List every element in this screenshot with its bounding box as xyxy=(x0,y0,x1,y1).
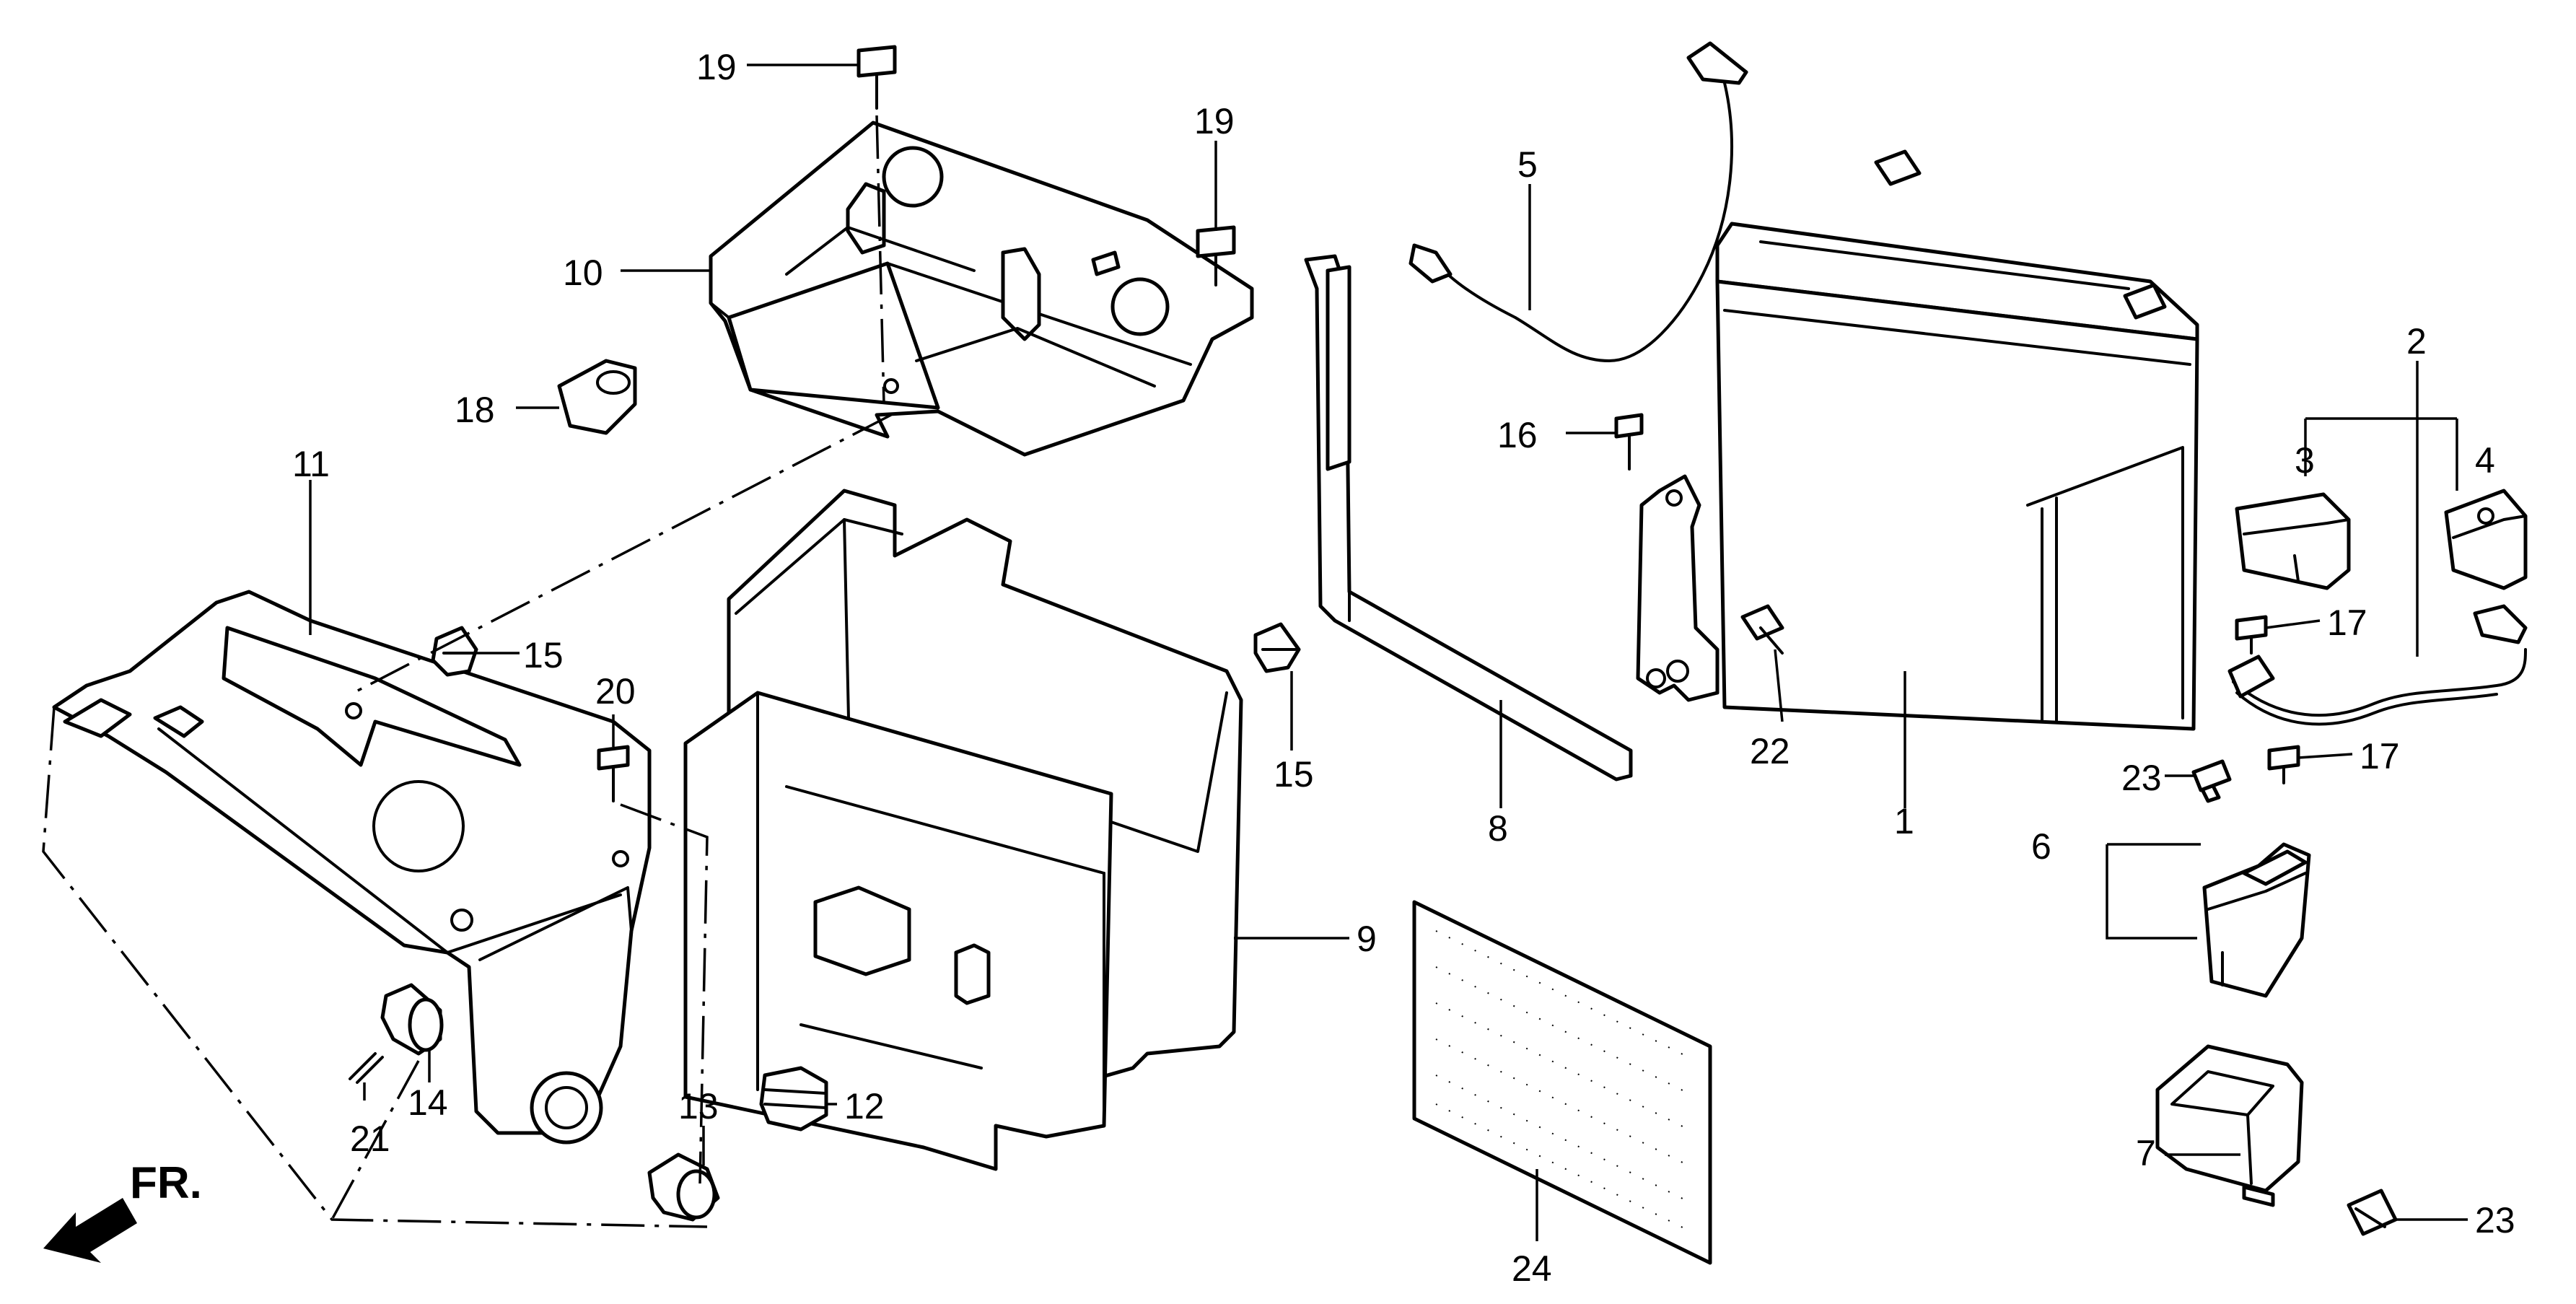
callout-18: 18 xyxy=(455,390,495,430)
battery-case xyxy=(683,489,1243,1171)
bolt-19-upper xyxy=(857,45,897,110)
callout-labels: 1 2 3 4 5 6 7 8 9 10 11 12 13 14 15 15 1… xyxy=(292,47,2515,1289)
terminal-cover-black xyxy=(2444,489,2528,590)
callout-13: 13 xyxy=(678,1086,719,1126)
callout-17-lower: 17 xyxy=(2360,736,2400,776)
clip-nut-lower xyxy=(1253,622,1301,673)
callout-7: 7 xyxy=(2136,1133,2156,1173)
callout-3: 3 xyxy=(2295,440,2315,481)
callout-23-lower: 23 xyxy=(2475,1200,2515,1240)
battery-case-cover xyxy=(709,121,1254,457)
clip-nut-upper xyxy=(431,626,478,677)
callout-24: 24 xyxy=(1512,1248,1552,1289)
callout-14: 14 xyxy=(408,1082,448,1123)
leader-lines xyxy=(309,64,2468,1241)
fuse-holder xyxy=(647,1152,720,1222)
callout-20: 20 xyxy=(595,671,636,712)
callout-2: 2 xyxy=(2406,321,2427,362)
callout-19-upper: 19 xyxy=(696,47,737,87)
callout-15-lower: 15 xyxy=(1274,754,1314,795)
battery xyxy=(1715,149,2199,731)
callout-9: 9 xyxy=(1357,919,1377,959)
assembly-line xyxy=(42,706,708,1228)
bolt-22 xyxy=(1740,604,1784,655)
assembly-line xyxy=(353,413,892,694)
side-cover-box xyxy=(52,590,652,1145)
callout-11: 11 xyxy=(292,444,330,484)
relay-cover xyxy=(2155,1044,2304,1207)
grommet xyxy=(759,1066,828,1132)
callout-17-upper: 17 xyxy=(2327,603,2367,643)
negative-cable xyxy=(2227,604,2528,726)
bushing xyxy=(380,983,444,1056)
screw-20 xyxy=(597,745,630,802)
callout-12: 12 xyxy=(844,1086,885,1126)
bolt-16 xyxy=(1614,413,1644,471)
callout-19-right: 19 xyxy=(1194,101,1235,141)
heat-guard-sheet xyxy=(1412,900,1712,1265)
assembly-line xyxy=(875,115,885,405)
callout-15-upper: 15 xyxy=(523,635,564,675)
callout-4: 4 xyxy=(2475,440,2495,481)
assembly-line xyxy=(330,1060,420,1220)
callout-1: 1 xyxy=(1894,801,1914,841)
front-direction-arrow: FR. xyxy=(43,1158,202,1263)
fuse-lower xyxy=(2347,1189,2398,1236)
callout-6: 6 xyxy=(2031,826,2051,867)
terminal-cover-red xyxy=(2235,492,2351,590)
positive-cable xyxy=(1409,41,1748,362)
callout-8: 8 xyxy=(1488,808,1508,849)
front-direction-label: FR. xyxy=(130,1158,202,1208)
pin-21 xyxy=(349,1052,384,1084)
callout-10: 10 xyxy=(563,253,603,293)
bolt-17-lower xyxy=(2267,745,2300,784)
bolt-17-upper xyxy=(2235,615,2268,655)
callout-5: 5 xyxy=(1517,144,1538,185)
fuse-upper xyxy=(2191,759,2232,792)
callout-23-upper: 23 xyxy=(2121,758,2162,798)
assembly-line xyxy=(620,803,709,1184)
callout-22: 22 xyxy=(1750,731,1790,771)
cable-clamp xyxy=(557,359,637,435)
bolt-19-right xyxy=(1196,225,1236,286)
callout-16: 16 xyxy=(1497,415,1538,455)
callout-21: 21 xyxy=(350,1119,390,1159)
starter-relay xyxy=(2199,781,2311,998)
battery-holder-bracket xyxy=(1304,254,1719,782)
